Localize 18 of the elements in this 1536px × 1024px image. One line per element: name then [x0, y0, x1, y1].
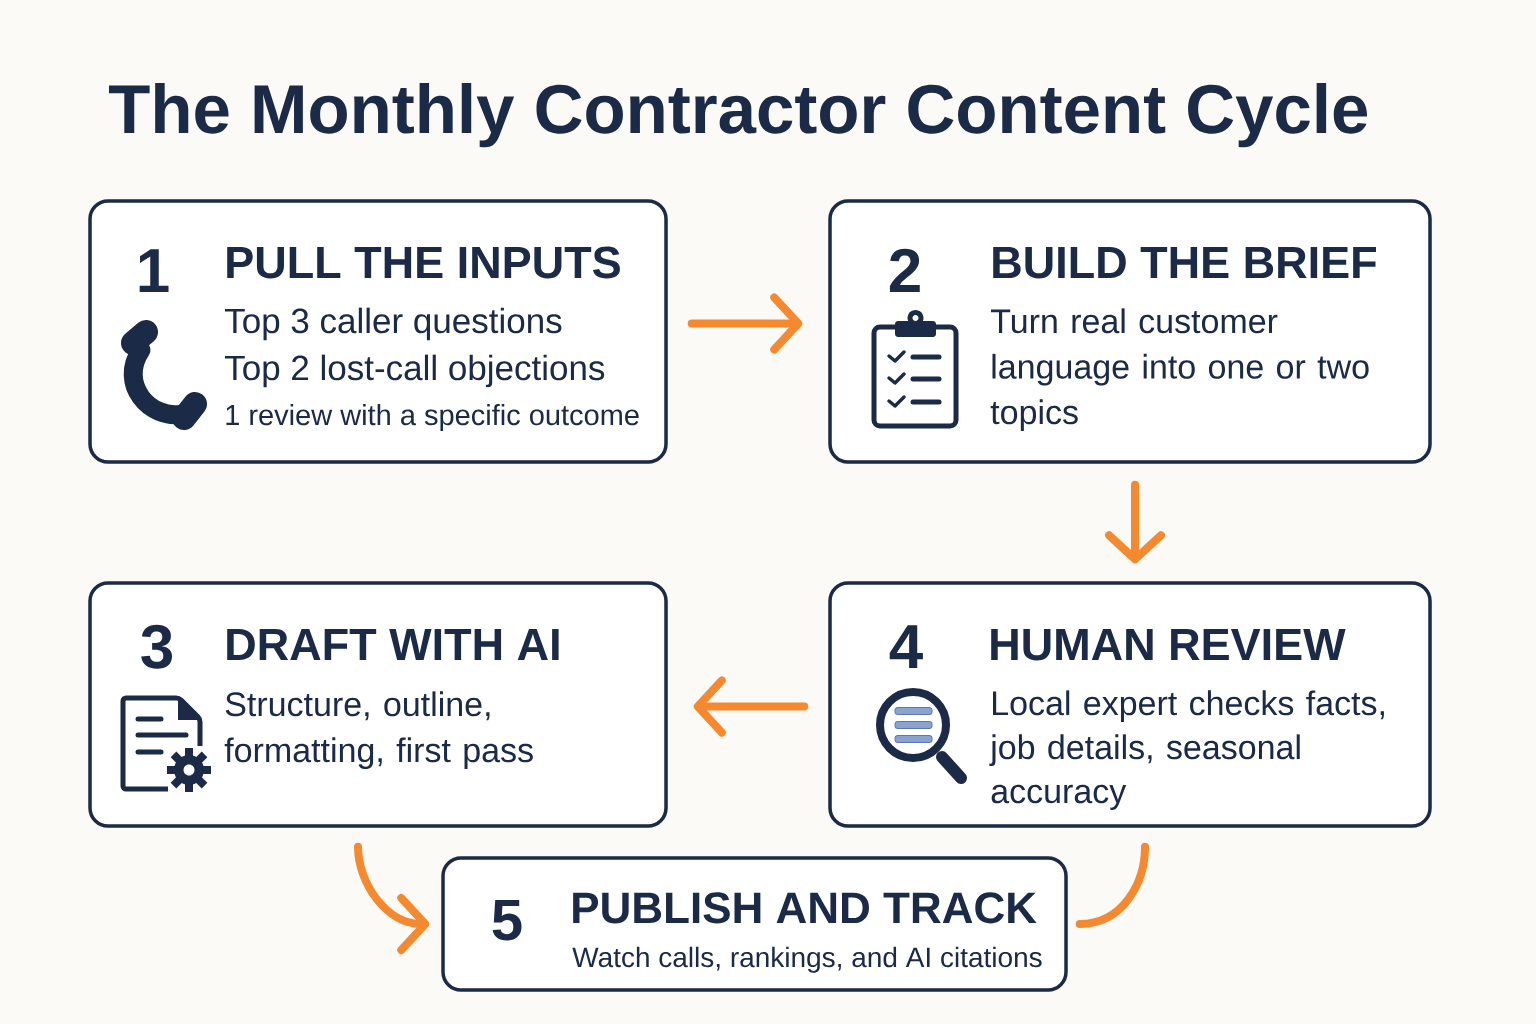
step-text: 1 review with a specific outcome: [226, 404, 639, 431]
step-number: 5: [492, 900, 522, 941]
step-heading: BUILD THE BRIEF: [993, 247, 1376, 279]
step-text: Local expert checks facts, job details, seasonal accuracy: [989, 690, 1384, 811]
step-heading: HUMAN REVIEW: [991, 629, 1346, 661]
step-heading: PULL THE INPUTS: [227, 246, 620, 279]
step-number: 1: [139, 249, 169, 292]
step-text: Top 2 lost-call objections: [225, 354, 605, 388]
step-text: Structure, outline, formatting, first pass: [224, 691, 533, 770]
step-number: 4: [889, 625, 923, 668]
step-text: Top 3 caller questions: [225, 307, 562, 341]
title: The Monthly Contractor Content Cycle: [109, 83, 1368, 148]
step-heading: DRAFT WITH AI: [227, 629, 559, 660]
step-text: Turn real customer language into one or two topics: [990, 308, 1369, 432]
step-number: 3: [141, 624, 172, 669]
step-heading: PUBLISH AND TRACK: [573, 892, 1037, 924]
step-number: 2: [889, 248, 920, 292]
step-text: Watch calls, rankings, and AI citations: [572, 946, 1042, 973]
